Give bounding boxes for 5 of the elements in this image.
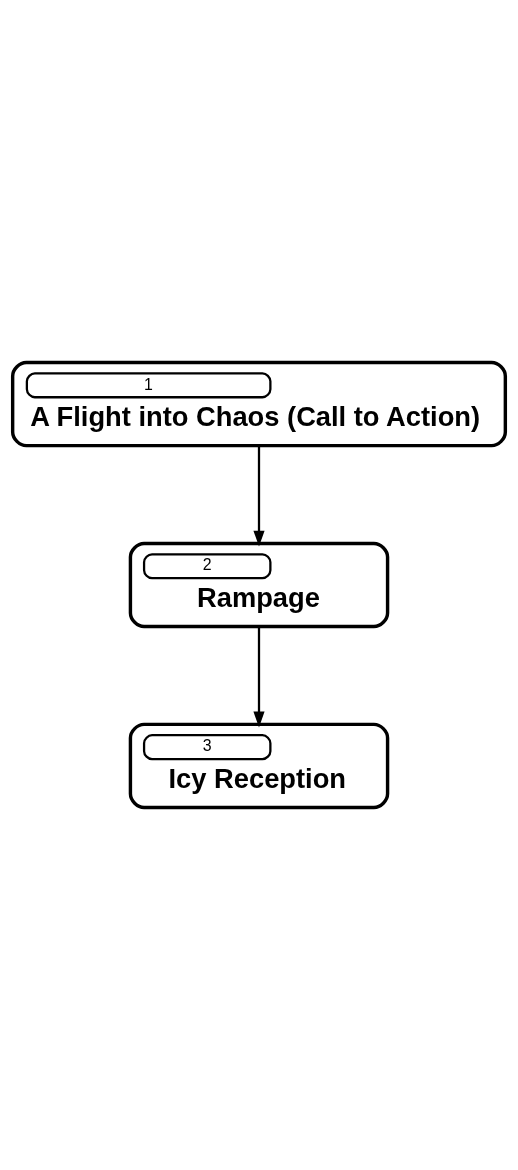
node-box: 2 Rampage [128, 541, 390, 629]
arrow [253, 626, 265, 728]
node-box: 1 A Flight into Chaos (Call to Action) [10, 360, 508, 448]
arrow [253, 445, 265, 547]
node-box: 3 Icy Reception [128, 722, 390, 810]
